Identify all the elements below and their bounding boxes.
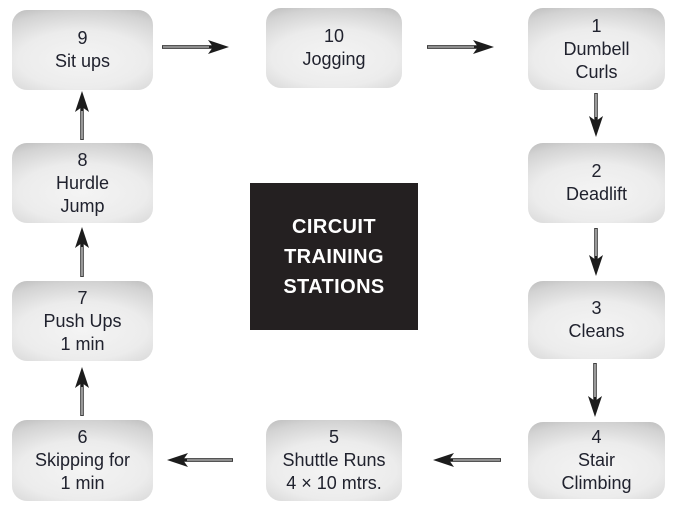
station-number: 9 bbox=[77, 28, 88, 48]
station-number: 7 bbox=[77, 287, 88, 308]
station-number: 8 bbox=[77, 149, 88, 170]
station-number: 5 bbox=[328, 427, 339, 447]
flow-arrow-1-to-2 bbox=[589, 93, 603, 137]
flow-arrow-7-to-8 bbox=[75, 227, 89, 277]
flow-arrow-9-to-10 bbox=[162, 40, 229, 54]
station-label-line: Sit ups bbox=[54, 51, 111, 71]
station-label-line: Skipping for bbox=[34, 450, 131, 470]
station-label-line: Climbing bbox=[561, 473, 632, 493]
station-label-line: Stair bbox=[577, 450, 615, 470]
station-label-line: Cleans bbox=[568, 321, 625, 341]
station-number: 4 bbox=[591, 427, 602, 447]
flow-arrow-3-to-4 bbox=[588, 363, 602, 417]
station-label-line: Jogging bbox=[302, 49, 366, 69]
center-title-line-2: TRAINING bbox=[284, 245, 384, 268]
flow-arrow-4-to-5 bbox=[433, 453, 501, 467]
flow-arrow-6-to-7 bbox=[75, 367, 89, 416]
station-label-line: Shuttle Runs bbox=[282, 450, 386, 470]
station-label-line: Jump bbox=[60, 195, 105, 216]
center-title-line-1: CIRCUIT bbox=[292, 215, 376, 238]
station-number: 6 bbox=[77, 427, 88, 447]
station-label-line: Curls bbox=[575, 61, 618, 82]
station-label-line: Deadlift bbox=[565, 184, 628, 204]
flow-arrow-2-to-3 bbox=[589, 228, 603, 276]
flow-arrow-8-to-9 bbox=[75, 91, 89, 140]
station-label-line: 4 × 10 mtrs. bbox=[286, 473, 382, 493]
station-label-line: 1 min bbox=[60, 473, 105, 493]
station-label-line: 1 min bbox=[60, 333, 105, 354]
center-title-box: CIRCUIT TRAINING STATIONS bbox=[250, 183, 418, 330]
station-number: 10 bbox=[323, 26, 345, 46]
station-number: 3 bbox=[591, 298, 602, 318]
center-title-line-3: STATIONS bbox=[283, 275, 385, 298]
station-number: 1 bbox=[591, 15, 602, 36]
flow-arrow-10-to-1 bbox=[427, 40, 494, 54]
flow-arrow-5-to-6 bbox=[167, 453, 233, 467]
station-label-line: Dumbell bbox=[563, 38, 630, 59]
station-label-line: Push Ups bbox=[43, 310, 122, 331]
station-number: 2 bbox=[591, 161, 602, 181]
station-label-line: Hurdle bbox=[55, 172, 110, 193]
